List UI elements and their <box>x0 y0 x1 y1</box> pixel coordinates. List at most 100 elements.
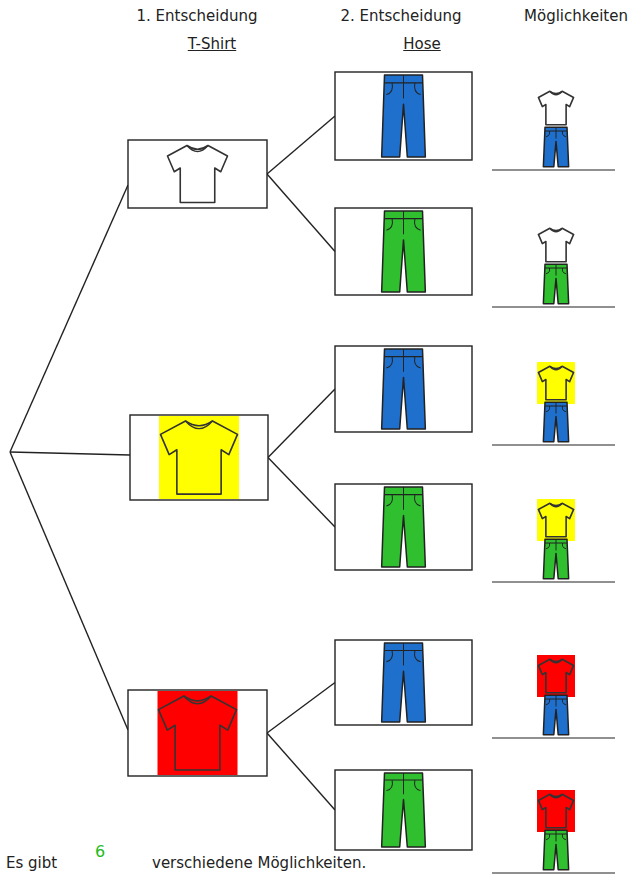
shirt-collar <box>550 366 562 370</box>
pants <box>382 773 426 847</box>
pants-outline <box>543 402 568 441</box>
shirt-collar <box>550 659 562 663</box>
pants <box>382 349 426 429</box>
shirt-collar <box>184 696 211 704</box>
picture-boxes <box>128 72 472 850</box>
pants-seams <box>386 643 420 666</box>
result-shirt <box>537 790 575 832</box>
pants-outline <box>543 539 568 578</box>
answer-text: Es gibt <box>4 854 59 872</box>
result-pants <box>543 539 568 578</box>
shirt-collar <box>187 146 208 152</box>
pants <box>382 211 426 292</box>
pants-outline <box>382 773 426 847</box>
shirt-box <box>130 415 268 500</box>
column-heading: Möglichkeiten <box>522 7 630 25</box>
shirt-outline <box>538 503 573 536</box>
shirt-box <box>128 140 267 208</box>
result-pants <box>543 695 568 734</box>
shirt-color <box>159 416 239 499</box>
branch-line <box>268 389 335 458</box>
column-heading: 1. Entscheidung <box>135 7 260 25</box>
pants-seams <box>386 487 420 510</box>
shirt-color <box>537 655 575 697</box>
shirt-collar <box>550 228 562 232</box>
pants-seams <box>546 402 566 413</box>
result-pants <box>543 830 568 869</box>
branch-line <box>267 116 335 174</box>
shirt-box <box>128 690 267 776</box>
pants-outline <box>543 127 568 166</box>
pants-box <box>335 208 472 295</box>
column-subheading: Hose <box>401 35 443 53</box>
pants <box>382 487 426 567</box>
result-line <box>492 444 615 445</box>
pants-outline <box>382 349 426 429</box>
answer-text: verschiedene Möglichkeiten. <box>150 854 368 872</box>
shirt-outline <box>538 91 573 124</box>
result-shirt <box>538 91 573 124</box>
shirt-outline <box>538 659 573 692</box>
result-column <box>492 91 615 873</box>
pants-box <box>335 72 472 160</box>
shirt-color <box>537 790 575 832</box>
pants <box>382 643 426 722</box>
pants-seams <box>546 830 566 841</box>
pants-seams <box>546 127 566 138</box>
shirt-collar <box>550 91 562 95</box>
pants-box <box>335 484 472 570</box>
answer-number: 6 <box>93 842 107 861</box>
column-heading: 2. Entscheidung <box>339 7 464 25</box>
shirt-color <box>537 499 575 541</box>
shirt-outline <box>168 146 228 203</box>
pants-seams <box>546 264 566 275</box>
tree-lines <box>10 116 335 810</box>
column-subheading: T-Shirt <box>186 35 238 53</box>
shirt-outline <box>538 366 573 399</box>
branch-line <box>267 683 335 734</box>
result-shirt <box>537 499 575 541</box>
shirt-color <box>537 362 575 404</box>
result-pants <box>543 127 568 166</box>
branch-line <box>268 458 335 528</box>
shirt-outline <box>538 228 573 261</box>
pants-box <box>335 770 472 850</box>
t-shirt <box>168 146 228 203</box>
result-line <box>492 581 615 582</box>
result-shirt <box>538 228 573 261</box>
shirt-collar <box>186 421 213 429</box>
branch-line <box>267 733 335 810</box>
pants-box <box>335 640 472 725</box>
pants <box>382 75 426 157</box>
pants-seams <box>546 539 566 550</box>
pants-seams <box>386 211 420 234</box>
branch-line <box>10 185 128 452</box>
shirt-collar <box>550 794 562 798</box>
shirt-collar <box>550 503 562 507</box>
pants-seams <box>386 773 420 794</box>
shirt-color <box>158 691 238 775</box>
result-line <box>492 169 615 170</box>
t-shirt <box>158 691 238 775</box>
result-pants <box>543 264 568 303</box>
result-line <box>492 737 615 738</box>
result-line <box>492 306 615 307</box>
result-line <box>492 872 615 873</box>
pants-seams <box>386 75 420 98</box>
result-shirt <box>537 362 575 404</box>
shirt-outline <box>161 421 238 494</box>
pants-outline <box>382 75 426 157</box>
pants-outline <box>382 487 426 567</box>
pants-outline <box>382 643 426 722</box>
branch-line <box>10 452 130 455</box>
pants-box <box>335 346 472 432</box>
pants-outline <box>543 264 568 303</box>
shirt-outline <box>538 794 573 827</box>
pants-seams <box>386 349 420 372</box>
shirt-outline <box>159 696 237 770</box>
result-pants <box>543 402 568 441</box>
branch-line <box>267 174 335 252</box>
pants-outline <box>382 211 426 292</box>
